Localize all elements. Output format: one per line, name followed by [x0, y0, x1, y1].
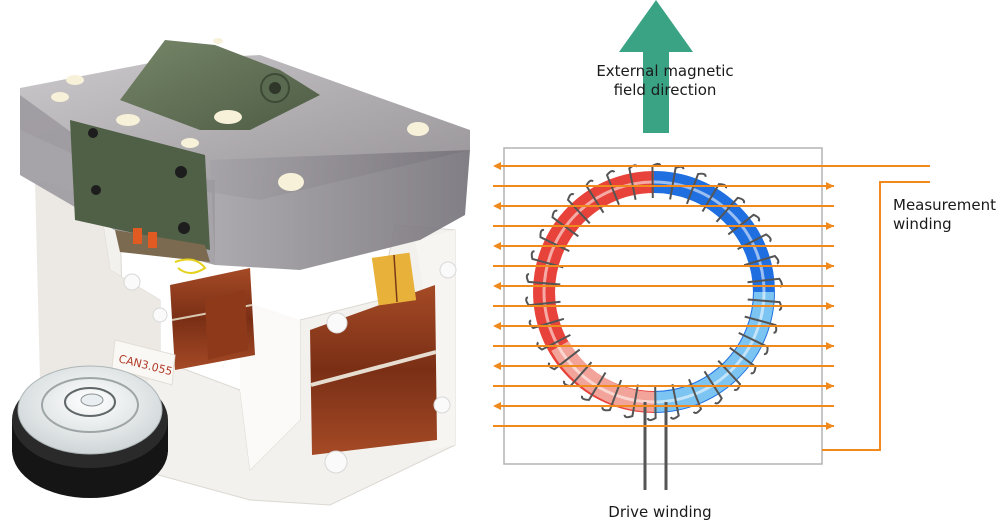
- measurement-wire-arrowhead: [826, 302, 834, 310]
- measurement-winding-label-line1: Measurement: [893, 196, 996, 214]
- copper-coil-side: [205, 290, 248, 360]
- core-red-half: [533, 171, 655, 413]
- top-housing-front: [210, 150, 470, 270]
- measurement-wire-arrowhead: [493, 282, 501, 290]
- drive-coil-turn: [737, 233, 772, 250]
- drive-coil-turn: [703, 370, 723, 405]
- measurement-winding-label-line2: winding: [893, 215, 952, 233]
- measurement-wire-arrowhead: [493, 322, 501, 330]
- measurement-wire-arrowhead: [826, 262, 834, 270]
- sticker: [111, 339, 176, 386]
- glue-dots: [51, 38, 429, 191]
- measurement-wire-arrowhead: [493, 162, 501, 170]
- drive-coil-turn: [551, 209, 579, 238]
- measurement-winding-wires: [493, 162, 930, 430]
- measurement-winding-label: Measurement winding: [893, 196, 1003, 234]
- drive-coil-turn: [743, 254, 780, 267]
- measurement-wire-arrowhead: [493, 402, 501, 410]
- drive-coil-turn: [717, 360, 742, 392]
- drive-coil-turn: [727, 213, 761, 236]
- fluxgate-photo: CAN3.055: [12, 38, 470, 506]
- yellow-tape: [371, 252, 417, 306]
- white-knobs: [123, 261, 457, 474]
- field-direction-arrow: [619, 0, 693, 133]
- drive-coil-turn: [525, 273, 561, 286]
- drive-coil-turn: [539, 228, 570, 253]
- screws: [88, 128, 190, 234]
- measurement-wire-arrowhead: [826, 382, 834, 390]
- green-bracket-top: [120, 40, 320, 130]
- capacitors: [133, 228, 157, 248]
- drive-coil-turn: [701, 183, 728, 213]
- green-bracket-front: [70, 120, 210, 250]
- drive-winding-leads: [643, 402, 668, 490]
- drive-coil-turn: [601, 379, 623, 412]
- drive-coil-turn: [747, 298, 783, 311]
- measurement-wire-arrowhead: [493, 362, 501, 370]
- drive-winding-coils: [525, 162, 783, 422]
- drive-coil-turn: [528, 317, 565, 330]
- toroidal-core: [533, 171, 775, 413]
- bubble-level: [12, 365, 168, 498]
- external-field-label-line1: External magnetic: [596, 62, 734, 80]
- drive-winding-label: Drive winding: [608, 503, 712, 521]
- external-field-label: External magnetic field direction: [580, 62, 750, 100]
- measurement-winding-lead: [822, 181, 930, 451]
- drive-coil-turn: [530, 250, 564, 269]
- drive-coil-turn: [646, 385, 657, 422]
- external-field-label-line2: field direction: [613, 81, 717, 99]
- drive-coil-turn: [715, 196, 746, 223]
- core-blue-half: [653, 171, 775, 413]
- schematic: [493, 0, 930, 490]
- drive-coil-turn: [566, 192, 591, 224]
- measurement-wire-arrowhead: [826, 342, 834, 350]
- drive-coil-turn: [580, 371, 607, 401]
- white-front: [240, 300, 300, 470]
- drive-coil-turn: [685, 172, 707, 205]
- drive-coil-turn: [623, 384, 639, 419]
- measurement-wire-arrowhead: [493, 202, 501, 210]
- drive-coil-turn: [688, 378, 703, 415]
- measurement-wire-arrowhead: [826, 182, 834, 190]
- measurement-wire-arrowhead: [493, 242, 501, 250]
- drive-coil-turn: [605, 169, 620, 206]
- measurement-wire-arrowhead: [826, 422, 834, 430]
- drive-coil-turn: [669, 384, 680, 420]
- measurement-wire-arrowhead: [826, 222, 834, 230]
